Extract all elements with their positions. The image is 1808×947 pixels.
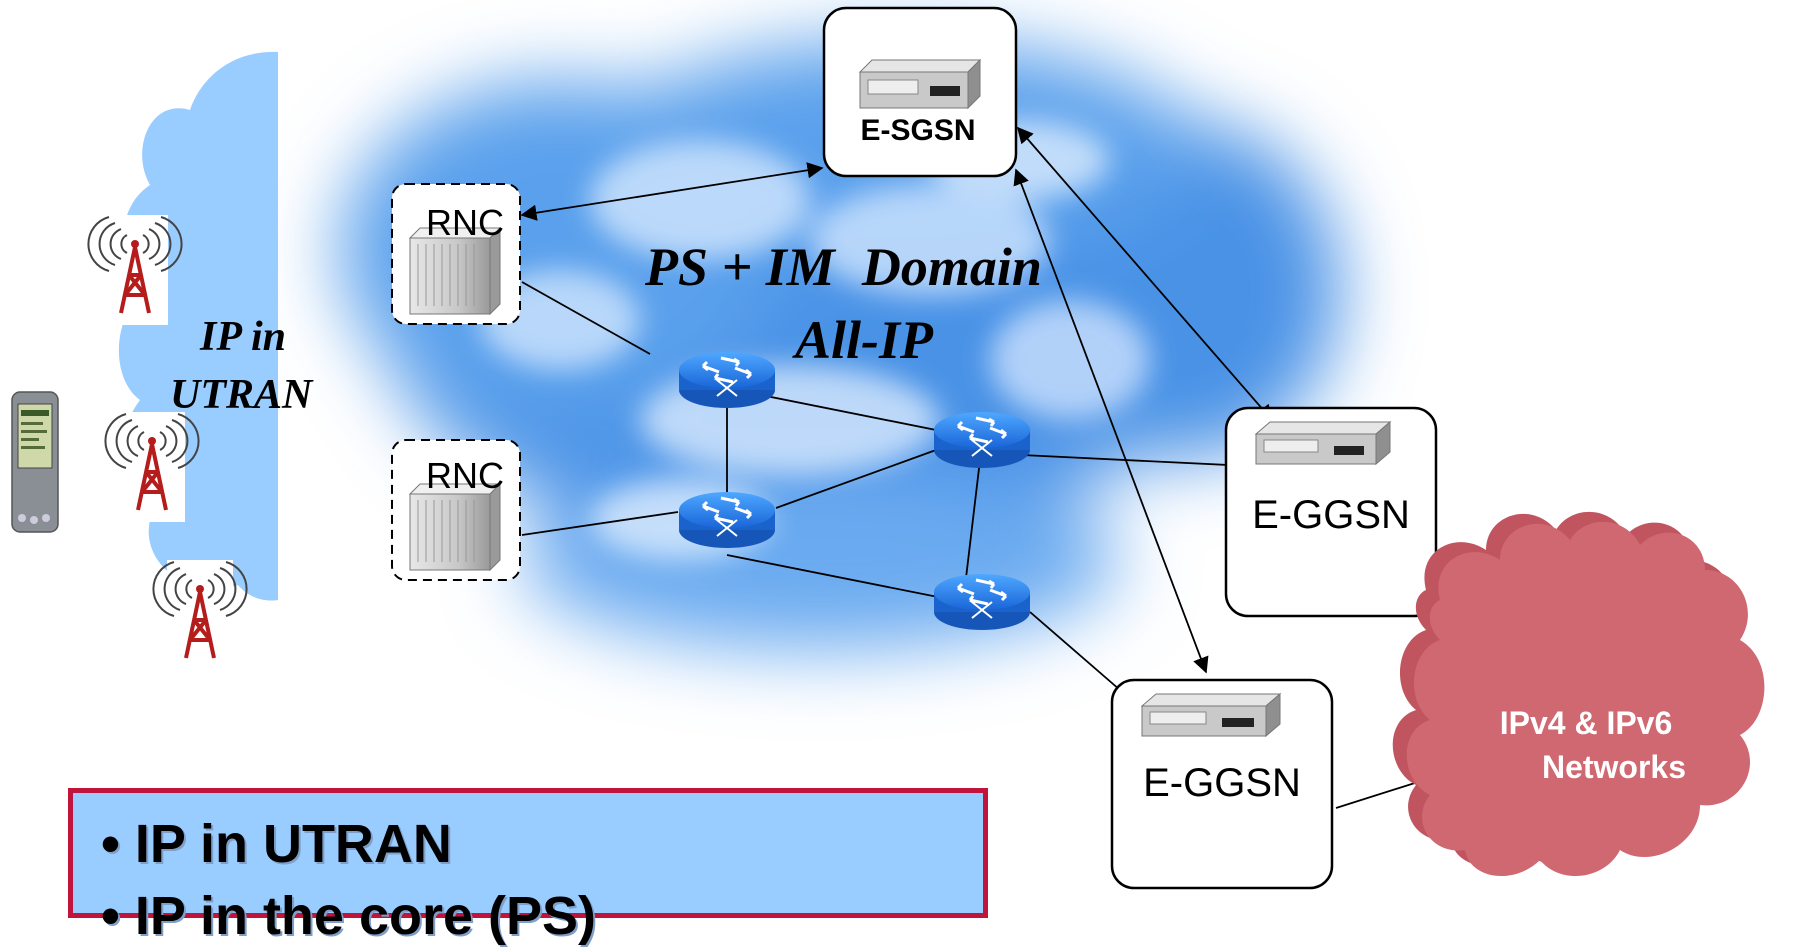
rnc-cabinet-icon [408,226,502,316]
external-network-line2: Networks [1542,749,1686,785]
antenna-tower-2-icon [104,412,200,522]
mobile-phone-icon [11,391,59,533]
utran-label-line1: IP in [199,314,286,360]
utran-label: IP in UTRAN [170,314,314,418]
antenna-tower-1-icon [87,215,183,325]
e-sgsn-node: E-SGSN [822,6,1018,178]
e-ggsn-lower-node: E-GGSN [1110,678,1334,890]
external-network-cloud: IPv4 & IPv6 Networks [1392,511,1765,877]
e-ggsn-lower-label: E-GGSN [1143,761,1301,805]
rnc-bottom-label: RNC [426,455,504,496]
core-domain-line2: All-IP [792,310,934,370]
router-2-icon [679,492,775,548]
network-diagram: PS + IM Domain All-IP IP in UTRAN [11,6,1765,890]
rnc-bottom-node: RNC [391,439,521,581]
bullet-list-box: • IP in UTRAN • IP in the core (PS) [68,788,988,946]
server-device-icon [858,58,982,110]
core-domain-label: PS + IM Domain All-IP [644,237,1042,370]
rnc-top-node: RNC [391,183,521,325]
rnc-top-label: RNC [426,202,504,243]
router-4-icon [934,574,1030,630]
rnc-cabinet-icon [408,482,502,572]
signaling-arrows [520,126,1274,674]
e-ggsn-upper-label: E-GGSN [1252,493,1410,537]
e-sgsn-label: E-SGSN [860,114,975,147]
e-ggsn-upper-node: E-GGSN [1224,406,1438,618]
antenna-tower-3-icon [152,560,248,670]
core-domain-line1: PS + IM Domain [644,237,1042,297]
server-device-icon [1254,420,1392,466]
bullet-item-1: • IP in UTRAN [101,814,452,874]
router-1-icon [679,352,775,408]
external-network-line1: IPv4 & IPv6 [1500,705,1673,741]
router-3-icon [934,412,1030,468]
bullet-item-2: • IP in the core (PS) [101,886,597,946]
utran-label-line2: UTRAN [170,372,314,418]
server-device-icon [1140,692,1282,738]
